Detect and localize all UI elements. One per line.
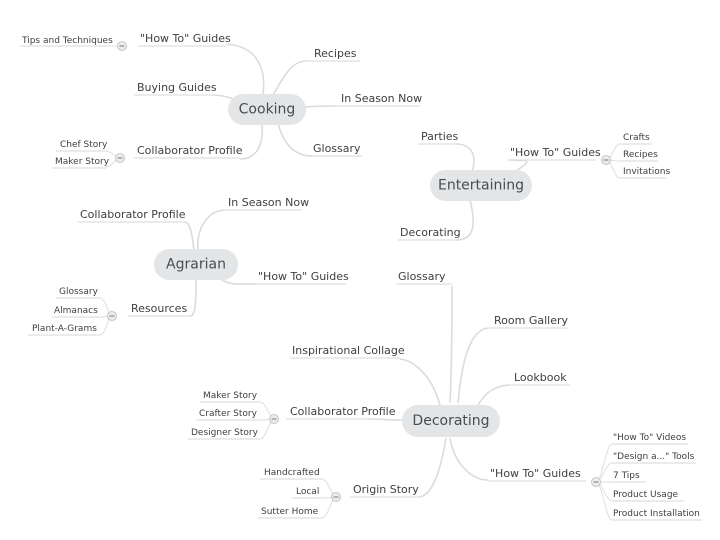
cooking-recipes[interactable]: Recipes: [314, 47, 357, 60]
hub-cooking-label: Cooking: [239, 102, 296, 118]
decorating-designer-story[interactable]: Designer Story: [191, 428, 259, 438]
hub-entertaining[interactable]: Entertaining: [430, 170, 532, 201]
cooking-tips-and-techniques[interactable]: Tips and Techniques: [21, 36, 113, 46]
cooking-collaborator-profile[interactable]: Collaborator Profile: [137, 144, 243, 157]
cooking-glossary[interactable]: Glossary: [313, 142, 361, 155]
decorating-inspirational-collage[interactable]: Inspirational Collage: [292, 344, 405, 357]
entertaining-decorating[interactable]: Decorating: [400, 226, 461, 239]
entertaining-recipes[interactable]: Recipes: [623, 150, 658, 160]
agrarian-plant-a-grams[interactable]: Plant-A-Grams: [32, 324, 97, 334]
decorating-local[interactable]: Local: [296, 487, 319, 497]
collapse-icon[interactable]: [601, 155, 611, 165]
collapse-icon[interactable]: [115, 153, 125, 163]
agrarian-resources[interactable]: Resources: [131, 302, 187, 315]
cooking-how-to-guides[interactable]: "How To" Guides: [140, 32, 231, 45]
decorating-product-usage[interactable]: Product Usage: [613, 490, 679, 500]
decorating-collaborator-profile[interactable]: Collaborator Profile: [290, 405, 396, 418]
decorating-room-gallery[interactable]: Room Gallery: [494, 314, 568, 327]
hub-agrarian[interactable]: Agrarian: [154, 249, 238, 280]
decorating-how-to-videos[interactable]: "How To" Videos: [613, 433, 686, 443]
map-connectors: [99, 43, 621, 521]
agrarian-in-season-now[interactable]: In Season Now: [228, 196, 309, 209]
collapse-icon[interactable]: [591, 477, 601, 487]
hub-decorating-label: Decorating: [412, 413, 489, 429]
decorating-crafter-story[interactable]: Crafter Story: [199, 409, 258, 419]
decorating-7-tips[interactable]: 7 Tips: [613, 471, 640, 481]
decorating-glossary[interactable]: Glossary: [398, 270, 446, 283]
decorating-maker-story[interactable]: Maker Story: [203, 391, 258, 401]
decorating-lookbook[interactable]: Lookbook: [514, 371, 567, 384]
cooking-in-season-now[interactable]: In Season Now: [341, 92, 422, 105]
decorating-origin-story[interactable]: Origin Story: [353, 483, 419, 496]
decorating-sutter-home[interactable]: Sutter Home: [261, 507, 319, 517]
entertaining-crafts[interactable]: Crafts: [623, 133, 650, 143]
cooking-buying-guides[interactable]: Buying Guides: [137, 81, 217, 94]
cooking-maker-story[interactable]: Maker Story: [55, 157, 110, 167]
decorating-how-to-guides[interactable]: "How To" Guides: [490, 467, 581, 480]
collapse-icon[interactable]: [331, 492, 341, 502]
agrarian-collaborator-profile[interactable]: Collaborator Profile: [80, 208, 186, 221]
cooking-chef-story[interactable]: Chef Story: [60, 140, 108, 150]
collapse-icon[interactable]: [117, 41, 127, 51]
collapse-toggles[interactable]: [107, 41, 611, 502]
entertaining-invitations[interactable]: Invitations: [623, 167, 670, 177]
entertaining-how-to-guides[interactable]: "How To" Guides: [510, 146, 601, 159]
decorating-product-installation[interactable]: Product Installation: [613, 509, 700, 519]
hub-cooking[interactable]: Cooking: [228, 94, 306, 125]
decorating-handcrafted[interactable]: Handcrafted: [264, 468, 320, 478]
hub-entertaining-label: Entertaining: [438, 178, 524, 194]
agrarian-almanacs[interactable]: Almanacs: [54, 306, 98, 316]
collapse-icon[interactable]: [107, 311, 117, 321]
hub-agrarian-label: Agrarian: [166, 257, 226, 273]
collapse-icon[interactable]: [269, 414, 279, 424]
agrarian-glossary[interactable]: Glossary: [59, 287, 99, 297]
agrarian-how-to-guides[interactable]: "How To" Guides: [258, 270, 349, 283]
label-underlines: [20, 45, 702, 521]
decorating-design-tools[interactable]: "Design a..." Tools: [613, 452, 695, 462]
hub-decorating[interactable]: Decorating: [402, 405, 500, 437]
entertaining-parties[interactable]: Parties: [421, 130, 459, 143]
